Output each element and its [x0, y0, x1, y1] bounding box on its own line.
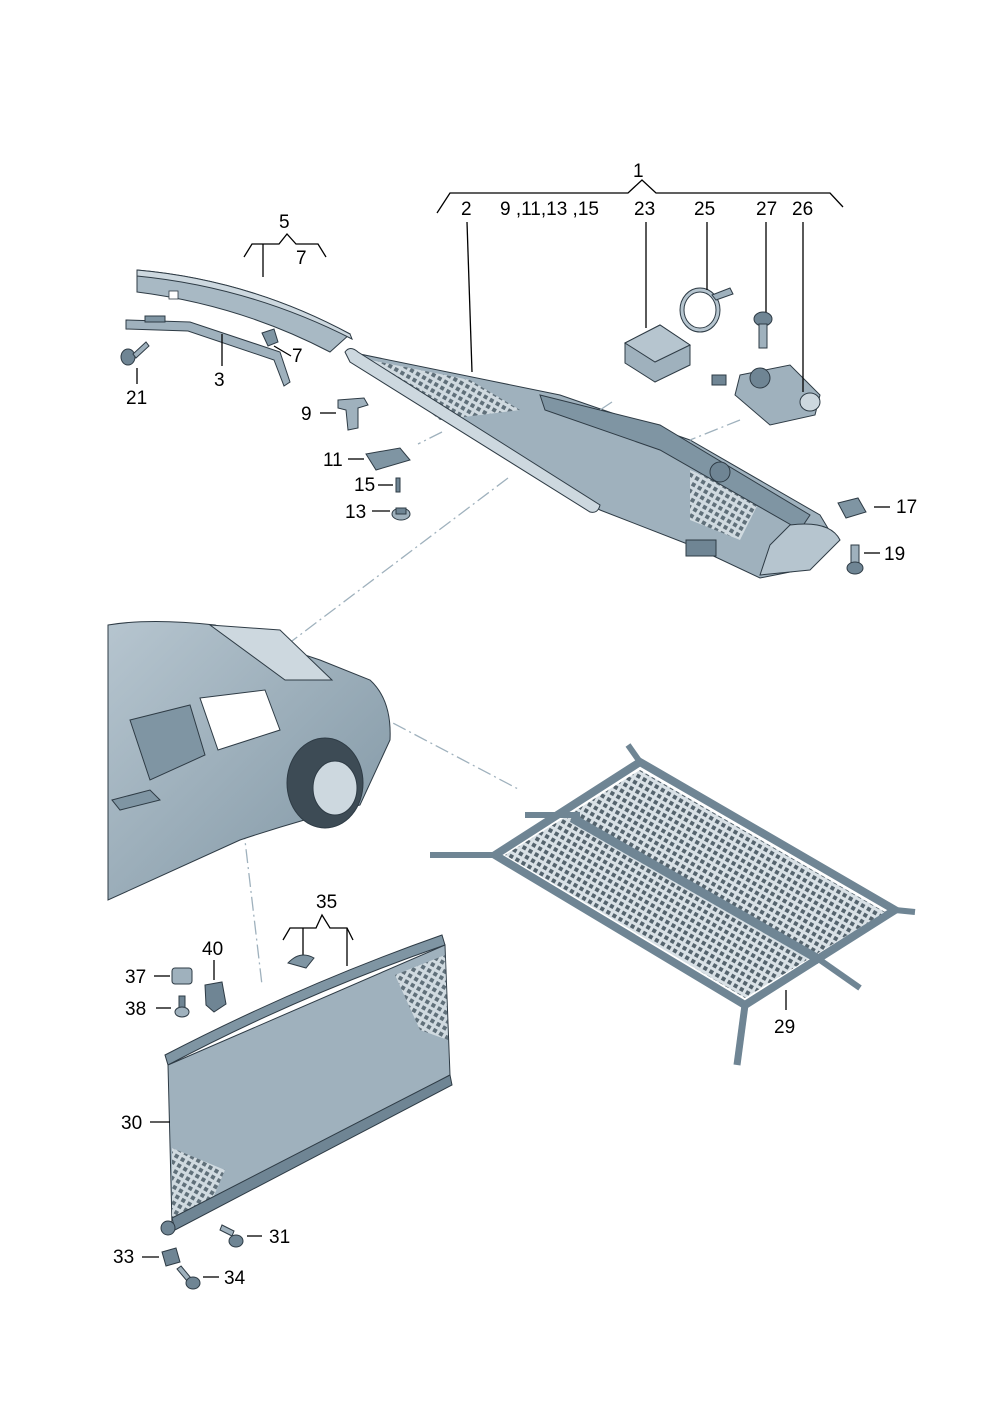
callout-7-top: 7: [296, 248, 307, 269]
clip-item-35: [287, 954, 315, 969]
bracket-40: [204, 981, 227, 1013]
trim-panel: [136, 269, 353, 353]
screw-15: [395, 477, 401, 493]
cable-tie-25: [679, 287, 734, 333]
screw-31: [219, 1224, 244, 1248]
clip-7: [261, 328, 279, 347]
callout-35: 35: [316, 892, 337, 913]
callout-1: 1: [633, 161, 644, 182]
callout-31: 31: [269, 1227, 290, 1248]
callout-2: 2: [461, 199, 472, 220]
nut-13: [391, 507, 411, 521]
callout-13: 13: [345, 502, 366, 523]
callout-27: 27: [756, 199, 777, 220]
callout-38: 38: [125, 999, 146, 1020]
cap-11: [365, 447, 411, 471]
callout-7-clip: 7: [292, 346, 303, 367]
callout-40: 40: [202, 939, 223, 960]
sunblind-assembly: [344, 348, 841, 579]
holder-9: [337, 397, 369, 431]
screw-38: [174, 995, 190, 1018]
callout-33: 33: [113, 1247, 134, 1268]
callout-9-11-13-15: 9 ,11,13 ,15: [500, 199, 599, 220]
screw-34: [176, 1265, 201, 1290]
motor-26: [711, 364, 821, 426]
callout-30: 30: [121, 1113, 142, 1134]
bracket-35: 35: [282, 892, 354, 966]
bracket-33: [161, 1247, 181, 1267]
trim-strip-3: [125, 315, 291, 387]
screw-19: [846, 544, 864, 575]
screw-27: [753, 311, 773, 349]
car-rear-view: [107, 621, 391, 901]
callout-23: 23: [634, 199, 655, 220]
callout-9: 9: [301, 404, 312, 425]
control-unit-23: [623, 324, 692, 383]
callout-15: 15: [354, 475, 375, 496]
separation-net-30: [160, 934, 453, 1236]
callout-3: 3: [214, 370, 225, 391]
bracket-1: 1 2 9 ,11,13 ,15 23 25 27 26: [436, 161, 844, 220]
callout-17: 17: [896, 497, 917, 518]
nut-37: [171, 967, 193, 985]
screw-21: [120, 341, 150, 366]
callout-37: 37: [125, 967, 146, 988]
callout-11: 11: [323, 450, 343, 471]
callout-29: 29: [774, 1017, 795, 1038]
callout-19: 19: [884, 544, 905, 565]
callout-26: 26: [792, 199, 813, 220]
bracket-5: 5 7: [243, 212, 327, 277]
callout-21: 21: [126, 388, 147, 409]
luggage-net-29: [430, 743, 916, 1066]
callout-34: 34: [224, 1268, 246, 1289]
clip-17: [837, 497, 867, 519]
callout-5: 5: [279, 212, 290, 233]
callout-25: 25: [694, 199, 715, 220]
